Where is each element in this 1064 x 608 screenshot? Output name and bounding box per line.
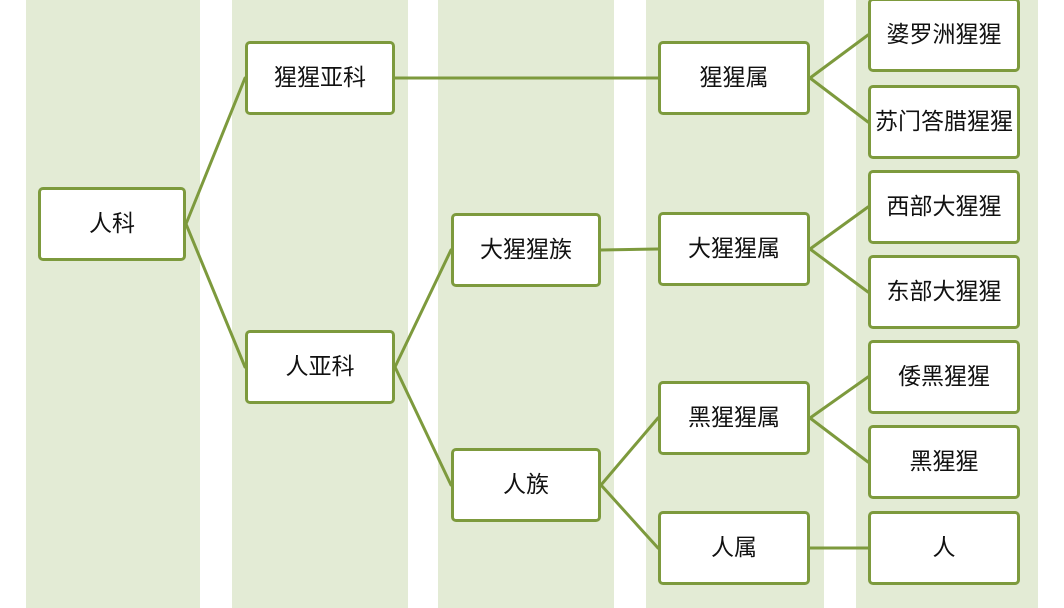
node-label: 人族 — [503, 472, 549, 498]
link-dashu-l3 — [808, 205, 870, 251]
link-renke-xingxingyake — [184, 76, 247, 226]
column-band-family — [26, 0, 200, 608]
link-renke-renyake — [184, 222, 247, 369]
node-hominini: 人族 — [451, 448, 601, 522]
node-gorillini: 大猩猩族 — [451, 213, 601, 287]
link-xingxingshu-l2 — [808, 76, 870, 124]
node-homo: 人属 — [658, 511, 810, 585]
node-hominidae: 人科 — [38, 187, 186, 261]
node-label: 人 — [932, 535, 956, 561]
node-label: 东部大猩猩 — [886, 279, 1002, 305]
node-pongo: 猩猩属 — [658, 41, 810, 115]
node-label: 苏门答腊猩猩 — [875, 109, 1013, 135]
node-gorilla: 大猩猩属 — [658, 212, 810, 286]
link-renzu-renshu — [599, 483, 660, 550]
node-western-gorilla: 西部大猩猩 — [868, 170, 1020, 244]
node-bornean-orangutan: 婆罗洲猩猩 — [868, 0, 1020, 72]
node-label: 人科 — [89, 211, 135, 237]
node-label: 人属 — [711, 535, 757, 561]
node-homininae: 人亚科 — [245, 330, 395, 404]
link-heishu-l6 — [808, 416, 870, 464]
node-pan: 黑猩猩属 — [658, 381, 810, 455]
link-renyake-dazu — [393, 248, 453, 369]
node-eastern-gorilla: 东部大猩猩 — [868, 255, 1020, 329]
node-label: 黑猩猩属 — [688, 405, 780, 431]
link-renyake-renzu — [393, 365, 453, 487]
node-label: 倭黑猩猩 — [898, 364, 990, 390]
node-sumatran-orangutan: 苏门答腊猩猩 — [868, 85, 1020, 159]
node-human: 人 — [868, 511, 1020, 585]
link-renzu-heishu — [599, 416, 660, 487]
node-label: 大猩猩族 — [480, 237, 572, 263]
node-ponginae: 猩猩亚科 — [245, 41, 395, 115]
node-label: 猩猩属 — [699, 65, 769, 91]
link-heishu-l5 — [808, 375, 870, 420]
node-label: 大猩猩属 — [688, 236, 780, 262]
node-label: 西部大猩猩 — [886, 194, 1002, 220]
node-label: 婆罗洲猩猩 — [886, 22, 1002, 48]
node-label: 猩猩亚科 — [274, 65, 366, 91]
node-label: 黑猩猩 — [909, 449, 979, 475]
node-label: 人亚科 — [285, 354, 355, 380]
link-dazu-dashu — [599, 247, 660, 252]
link-dashu-l4 — [808, 247, 870, 294]
link-xingxingshu-l1 — [808, 33, 870, 80]
node-chimpanzee: 黑猩猩 — [868, 425, 1020, 499]
node-bonobo: 倭黑猩猩 — [868, 340, 1020, 414]
